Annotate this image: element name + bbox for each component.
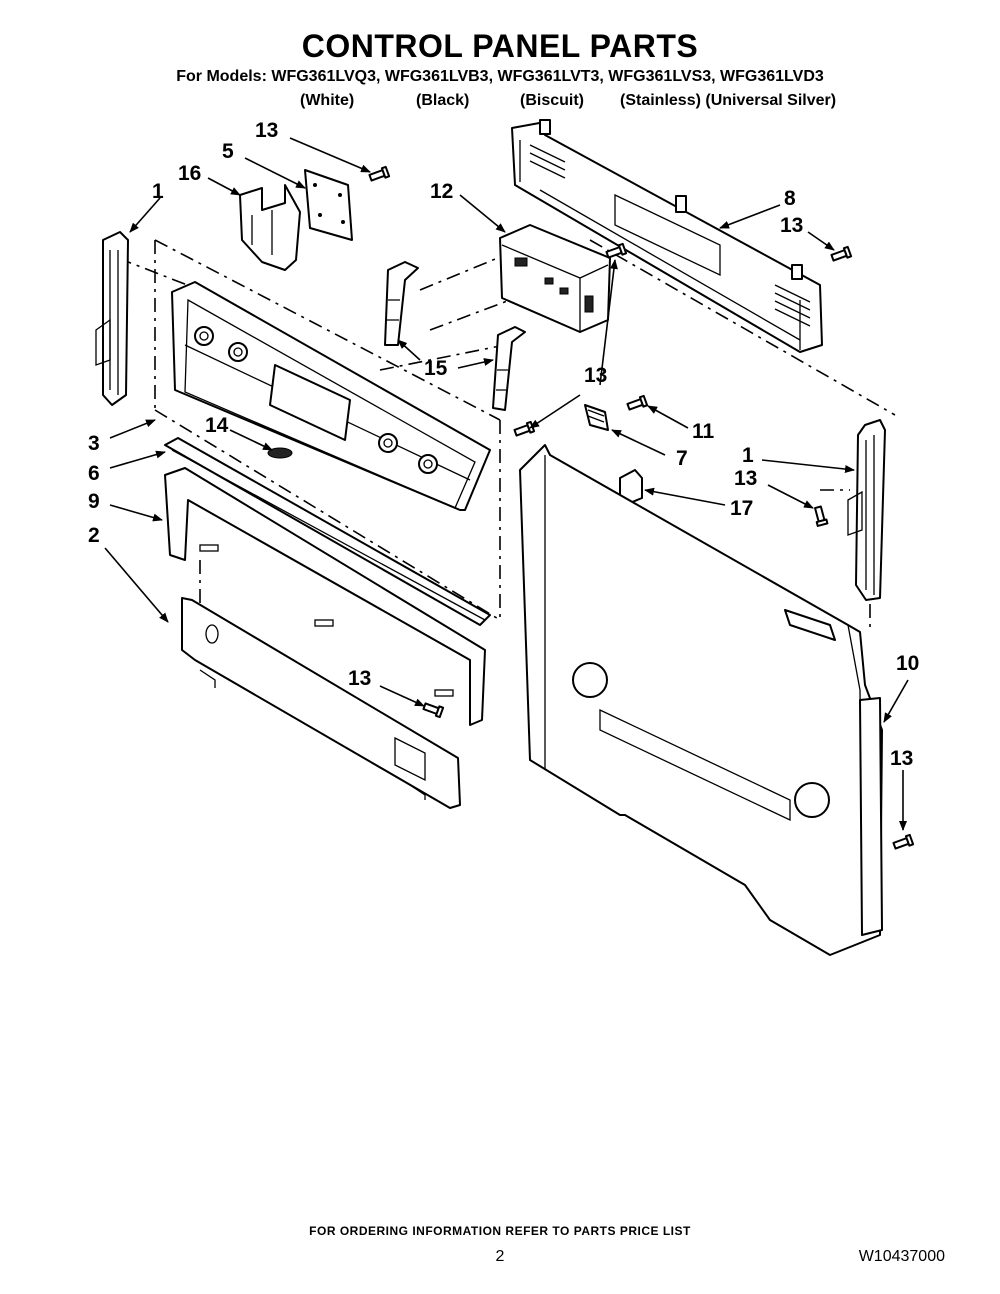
finish-label-black: (Black) (416, 92, 470, 109)
screw-icon (892, 833, 915, 850)
document-number: W10437000 (858, 1248, 945, 1265)
leader-lines (104, 137, 909, 831)
part-side-bracket-right (847, 419, 886, 601)
part-3-console (171, 281, 491, 511)
callout-7: 7 (676, 447, 688, 470)
part-6-trim (164, 437, 491, 626)
callout-9: 9 (88, 490, 100, 513)
callout-12: 12 (430, 180, 453, 203)
part-12-electronic-control (499, 224, 611, 333)
screw-icon (422, 702, 445, 719)
callout-17: 17 (730, 497, 753, 520)
screw-icon (626, 394, 649, 411)
models-line: For Models: WFG361LVQ3, WFG361LVB3, WFG3… (176, 68, 824, 85)
callout-1-right: 1 (742, 444, 754, 467)
part-2-lower-panel (181, 597, 461, 809)
finish-label-stainless-silver: (Stainless) (Universal Silver) (620, 92, 837, 109)
callout-16: 16 (178, 162, 201, 185)
screw-icon (513, 420, 536, 437)
callout-13-top: 13 (255, 119, 278, 142)
part-7-bracket (584, 404, 609, 431)
callout-1-left: 1 (152, 180, 164, 203)
callout-14: 14 (205, 414, 229, 437)
finish-label-white: (White) (300, 92, 355, 109)
part-8-rear-panel (511, 119, 823, 353)
part-5-board (304, 169, 353, 241)
part-10-rear-panel (519, 444, 883, 956)
callout-13-lower: 13 (348, 667, 371, 690)
callout-11: 11 (692, 420, 715, 443)
callout-5: 5 (222, 140, 234, 163)
ordering-note: FOR ORDERING INFORMATION REFER TO PARTS … (309, 1224, 691, 1238)
part-14-badge (267, 447, 293, 459)
callout-13-right: 13 (734, 467, 757, 490)
page-number: 2 (495, 1248, 505, 1265)
screw-icon (605, 242, 628, 259)
callout-8: 8 (784, 187, 796, 210)
page-title: CONTROL PANEL PARTS (301, 28, 699, 64)
screw-icon (830, 245, 853, 262)
part-15-cables (384, 261, 526, 411)
part-16-bracket (239, 184, 301, 271)
callout-2: 2 (88, 524, 100, 547)
callout-3: 3 (88, 432, 100, 455)
callout-10: 10 (896, 652, 919, 675)
callout-labels: 1 16 5 13 12 8 13 15 13 11 7 1 13 17 3 1… (88, 119, 919, 770)
part-9-bracket (164, 467, 486, 726)
screw-icon (814, 505, 829, 527)
callout-15: 15 (424, 357, 448, 380)
callout-13-bottom: 13 (890, 747, 913, 770)
finish-label-biscuit: (Biscuit) (520, 92, 584, 109)
callout-13-rear: 13 (780, 214, 803, 237)
callout-6: 6 (88, 462, 100, 485)
callout-13-middle: 13 (584, 364, 607, 387)
screw-icon (368, 165, 391, 182)
part-side-bracket-left (95, 231, 129, 406)
